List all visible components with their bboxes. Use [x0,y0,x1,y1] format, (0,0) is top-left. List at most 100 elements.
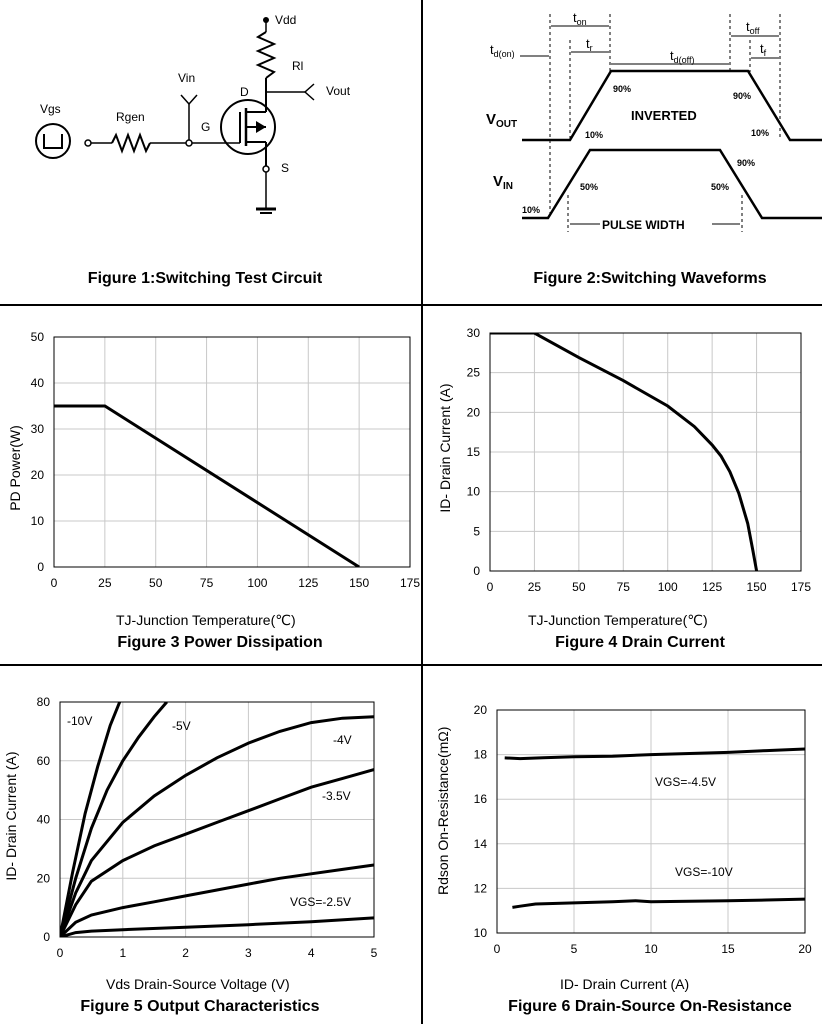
horizontal-divider-1 [0,304,822,306]
fig2-pct-10b: 10% [751,128,769,138]
figure-3-caption: Figure 3 Power Dissipation [117,634,323,651]
fig1-g-label: G [201,120,210,134]
fig5-annotation: -3.5V [322,789,351,803]
fig2-tdoff: td(off) [670,48,694,65]
fig1-rgen-label: Rgen [116,110,145,124]
fig5-x-tick-label: 5 [371,946,378,960]
fig4-x-tick-label: 150 [747,580,767,594]
fig1-vgs-label: Vgs [40,102,61,116]
fig6-x-tick-label: 20 [798,942,812,956]
fig2-pct-90a: 90% [613,84,631,94]
fig3-x-tick-label: 50 [149,576,163,590]
fig2-pct-50a: 50% [580,182,598,192]
figure-4-caption: Figure 4 Drain Current [555,634,725,651]
fig5-x-tick-label: 2 [182,946,189,960]
fig3-x-tick-label: 175 [400,576,420,590]
fig4-plot-frame [489,332,802,572]
fig5-series-line-4 [60,863,374,937]
fig2-tf: tf [760,41,767,58]
fig5-y-tick-label: 60 [37,754,51,768]
fig5-x-tick-label: 4 [308,946,315,960]
fig4-y-tick-label: 5 [473,524,480,538]
fig5-series-line-1 [60,702,168,937]
mosfet-icon [220,99,276,155]
fig3-ylabel: PD Power(W) [7,425,23,511]
fig6-annotation: VGS=-10V [675,865,733,879]
fig6-plot-frame [496,709,806,934]
fig6-y-tick-label: 14 [474,837,488,851]
fig4-y-tick-label: 10 [467,485,481,499]
fig3-y-tick-label: 20 [31,468,45,482]
fig5-y-tick-label: 80 [37,695,51,709]
fig3-series-line-0 [54,404,360,567]
fig4-xlabel: TJ-Junction Temperature(℃) [528,612,708,628]
fig6-series-line-1 [512,897,805,909]
fig1-vin-label: Vin [178,71,195,85]
fig2-pct-50b: 50% [711,182,729,192]
fig5-y-tick-label: 0 [43,930,50,944]
fig6-y-tick-label: 10 [474,926,488,940]
fig2-pct-10a: 10% [585,130,603,140]
fig3-y-tick-label: 40 [31,376,45,390]
fig4-y-tick-label: 30 [467,326,481,340]
fig4-x-tick-label: 175 [791,580,811,594]
fig5-x-tick-label: 0 [57,946,64,960]
fig4-y-tick-label: 25 [467,366,481,380]
fig6-x-tick-label: 5 [571,942,578,956]
vin-waveform [522,148,822,220]
fig3-xlabel: TJ-Junction Temperature(℃) [116,612,296,628]
fig4-y-tick-label: 0 [473,564,480,578]
fig2-pulse-width-label: PULSE WIDTH [602,218,685,232]
fig6-y-tick-label: 20 [474,703,488,717]
fig4-y-tick-label: 20 [467,405,481,419]
figure-1-caption: Figure 1:Switching Test Circuit [87,270,323,287]
fig5-x-tick-label: 1 [119,946,126,960]
horizontal-divider-2 [0,664,822,666]
fig5-y-tick-label: 20 [37,871,51,885]
pulse-symbol-icon [43,134,63,149]
fig6-annotation: VGS=-4.5V [655,775,716,789]
fig5-x-tick-label: 3 [245,946,252,960]
fig1-vout-label: Vout [326,84,351,98]
fig5-annotation: -5V [172,719,191,733]
fig6-y-tick-label: 16 [474,792,488,806]
fig3-y-tick-label: 30 [31,422,45,436]
fig3-x-tick-label: 150 [349,576,369,590]
fig4-ylabel: ID- Drain Current (A) [437,383,453,513]
figure-6-caption: Figure 6 Drain-Source On-Resistance [508,998,792,1015]
fig5-plot-frame [59,701,375,938]
fig3-x-tick-label: 125 [298,576,318,590]
fig1-vdd-label: Vdd [275,13,296,27]
fig4-x-tick-label: 100 [658,580,678,594]
fig5-series-line-0 [60,702,122,937]
fig4-x-tick-label: 25 [528,580,542,594]
fig1-d-label: D [240,85,249,99]
fig1-rl-label: Rl [292,59,303,73]
fig3-x-tick-label: 0 [51,576,58,590]
rl-resistor-icon [255,31,277,79]
fig3-x-tick-label: 75 [200,576,214,590]
fig4-x-tick-label: 75 [617,580,631,594]
fig5-y-tick-label: 40 [37,813,51,827]
fig6-series-line-0 [504,747,805,761]
fig5-ylabel: ID- Drain Current (A) [3,751,19,881]
fig4-series-line-0 [490,333,759,571]
vout-waveform [522,69,822,142]
fig2-vout-label: VOUT [486,111,517,130]
vertical-divider [421,0,423,1024]
fig6-y-tick-label: 12 [474,881,488,895]
fig4-y-tick-label: 15 [467,445,481,459]
figure-2-caption: Figure 2:Switching Waveforms [533,270,767,287]
fig2-pct-90b: 90% [733,91,751,101]
fig3-y-tick-label: 50 [31,330,45,344]
figure-5-caption: Figure 5 Output Characteristics [80,998,320,1015]
fig2-tdon: td(on) [490,42,515,59]
fig2-pct-90c: 90% [737,158,755,168]
fig2-vin-label: VIN [493,173,513,192]
fig6-xlabel: ID- Drain Current (A) [560,976,690,992]
fig3-y-tick-label: 0 [37,560,44,574]
fig6-y-tick-label: 18 [474,748,488,762]
fig4-x-tick-label: 0 [487,580,494,594]
